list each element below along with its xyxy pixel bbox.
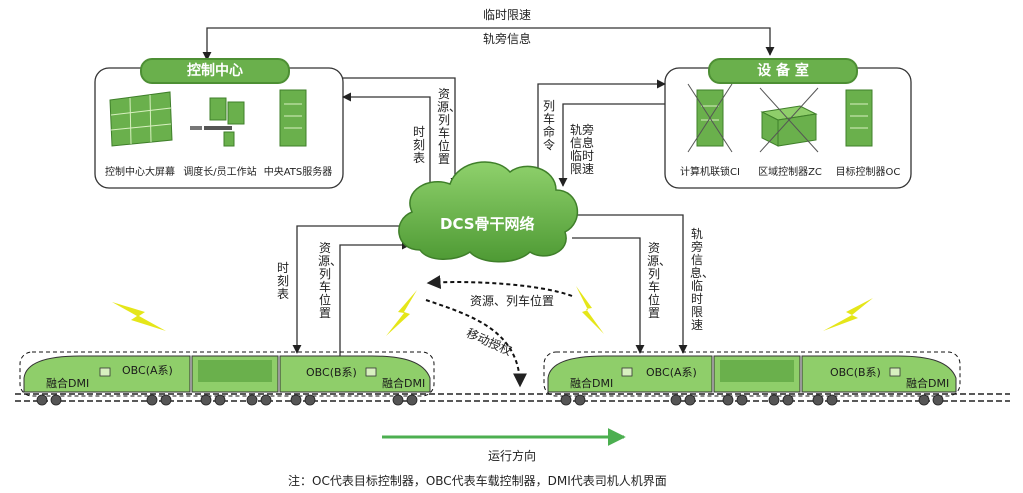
left-train-dmi-left: 融合DMI: [46, 377, 90, 390]
zc-caption: 区域控制器ZC: [758, 167, 822, 178]
cloud-to-left-train-timetable: [292, 225, 410, 354]
speed-limit-label: 临时限速: [483, 8, 532, 22]
footnote: 注：OC代表目标控制器，OBC代表车载控制器，DMI代表司机人机界面: [288, 474, 667, 488]
cloud-to-right-train-resource: [572, 237, 645, 354]
left-train: [19, 351, 435, 406]
oc-server-icon: [845, 89, 873, 147]
left-train-to-cloud-resource: [339, 240, 411, 356]
right-train-dmi-left: 融合DMI: [570, 377, 614, 390]
equipment-room-title: 设 备 室: [708, 58, 858, 84]
cc-resource-label: 资源、列车位置: [437, 87, 462, 166]
left-train-dmi-right: 融合DMI: [382, 377, 426, 390]
cloud-to-right-train-track: [565, 214, 688, 354]
right-train: [543, 351, 961, 406]
obc-box-icon: [99, 367, 111, 377]
cc-timetable-label: 时刻表: [412, 125, 425, 165]
right-track-speed-label: 轨旁信息、临时限速: [690, 227, 715, 332]
left-train-obc-b: OBC(B系): [306, 366, 357, 379]
workstation-icon: [190, 97, 245, 147]
big-screen-icon: [109, 91, 173, 147]
oc-caption: 目标控制器OC: [835, 167, 901, 178]
left-resource-label: 资源、列车位置: [318, 241, 343, 320]
right-train-obc-b: OBC(B系): [830, 366, 881, 379]
train-comm-dashed-arrow: [426, 275, 573, 297]
obc-box-icon: [365, 367, 377, 377]
obc-box-icon: [889, 367, 901, 377]
ci-server-icon: [687, 83, 733, 153]
workstation-caption: 调度长/员工作站: [183, 167, 257, 178]
ats-server-icon: [279, 89, 307, 147]
ci-caption: 计算机联锁CI: [680, 167, 740, 178]
right-train-obc-a: OBC(A系): [646, 366, 697, 379]
er-track-speed-label: 轨旁信息临时限速: [569, 123, 594, 176]
er-train-cmd-label: 列车命令: [542, 99, 555, 152]
direction-label: 运行方向: [488, 449, 537, 463]
lightning-bolt-icon: [112, 302, 166, 331]
left-timetable-label: 时刻表: [276, 261, 289, 301]
top-loop-arrow: [202, 27, 775, 61]
dcs-cloud: [398, 161, 579, 263]
right-train-dmi-right: 融合DMI: [906, 377, 950, 390]
big-screen-caption: 控制中心大屏幕: [105, 167, 175, 178]
left-train-obc-a: OBC(A系): [122, 364, 173, 377]
cloud-to-er-arrow: [537, 79, 666, 186]
dcs-backbone-label: DCS骨干网络: [440, 215, 535, 233]
obc-box-icon: [621, 367, 633, 377]
lightning-bolt-icon: [576, 286, 604, 334]
track-info-label: 轨旁信息: [483, 32, 532, 46]
lightning-bolt-icon: [823, 298, 873, 331]
cc-to-cloud-arrow: [343, 77, 460, 187]
train-comm-label: 资源、列车位置: [470, 294, 555, 308]
ats-server-caption: 中央ATS服务器: [263, 167, 333, 178]
movement-authority-dashed-arrow: [425, 299, 527, 388]
cloud-to-cc-arrow: [342, 92, 431, 186]
lightning-bolt-icon: [386, 290, 417, 336]
control-center-title: 控制中心: [140, 58, 290, 84]
right-resource-label: 资源、列车位置: [647, 241, 672, 320]
er-to-cloud-arrow: [558, 103, 665, 187]
zc-cabinet-icon: [759, 87, 819, 153]
